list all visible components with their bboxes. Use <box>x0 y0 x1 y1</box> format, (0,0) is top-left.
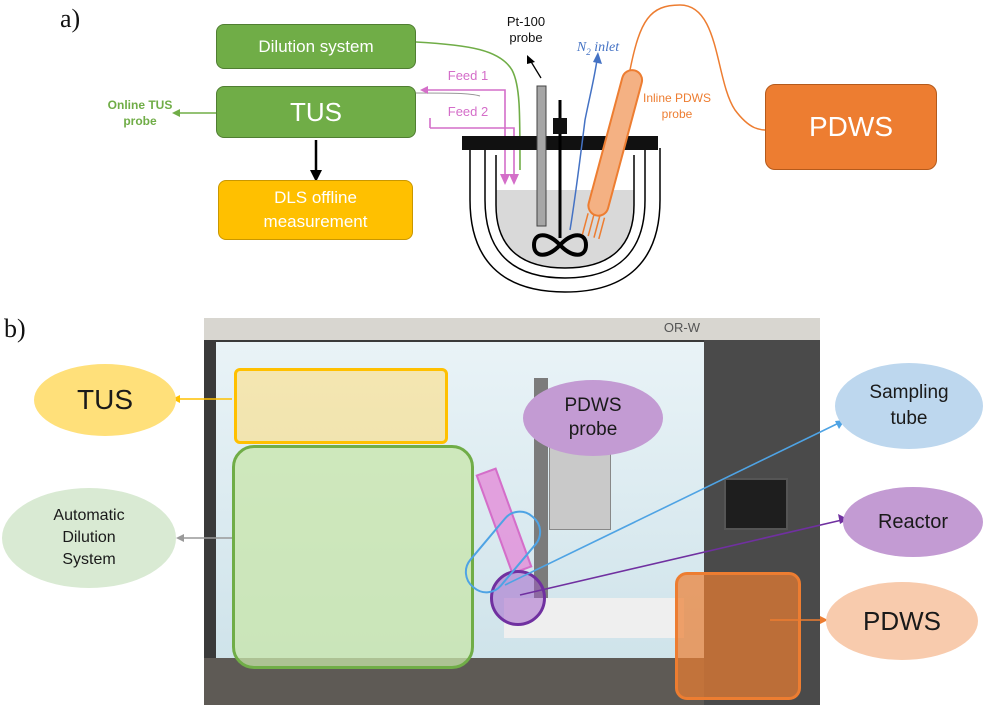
n2-inlet-label: N2 inlet <box>576 40 620 57</box>
tus-ellipse: TUS <box>34 364 176 436</box>
dilution-system-highlight <box>232 445 474 669</box>
tus-highlight <box>234 368 448 444</box>
online-tus-probe-label: Online TUS probe <box>107 98 173 128</box>
dilution-system-box: Dilution system <box>216 24 416 69</box>
pdws-probe-ellipse: PDWS probe <box>523 380 663 456</box>
feed-1-label: Feed 1 <box>447 68 489 83</box>
feed-2-label: Feed 2 <box>447 104 489 119</box>
hood-label: OR-W <box>663 320 700 335</box>
computer-monitor <box>724 478 788 530</box>
dls-offline-box: DLS offline measurement <box>218 180 413 240</box>
pdws-ellipse: PDWS <box>826 582 978 660</box>
panel-a-label: a) <box>60 4 81 33</box>
hood-frame <box>204 318 820 340</box>
pdws-highlight <box>675 572 801 700</box>
sampling-tube-ellipse: Sampling tube <box>835 363 983 449</box>
pdws-box: PDWS <box>765 84 937 170</box>
automatic-dilution-ellipse: Automatic Dilution System <box>2 488 176 588</box>
inline-pdws-probe-label: Inline PDWS probe <box>642 91 712 121</box>
tus-box: TUS <box>216 86 416 138</box>
reactor-ellipse: Reactor <box>843 487 983 557</box>
pt100-probe-label: Pt-100 probe <box>506 14 546 45</box>
panel-b-label: b) <box>4 314 26 343</box>
